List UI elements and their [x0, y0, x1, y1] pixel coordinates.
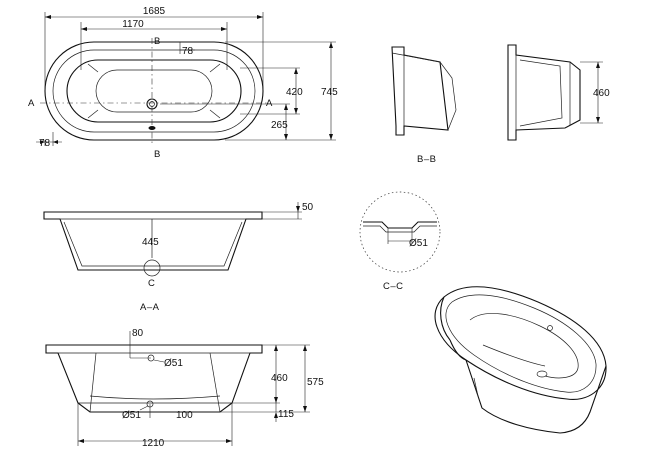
overflow-outlet — [148, 126, 156, 130]
section-aa-title: A–A — [140, 302, 160, 313]
side-elevation: 80 Ø51 Ø51 100 460 575 115 1210 — [45, 328, 324, 449]
bath-basin-floor — [95, 69, 213, 113]
bath-rim-inner — [52, 49, 256, 133]
dim-overflow-offset: 80 — [132, 328, 144, 339]
detail-marker-c: C — [148, 278, 155, 289]
dim-detail-waste-dia: Ø51 — [409, 238, 428, 249]
detail-cc: Ø51 C–C — [359, 191, 441, 292]
isometric-view — [434, 286, 607, 434]
end-elevation: 460 — [507, 44, 610, 141]
section-bb-title: B–B — [417, 154, 436, 165]
dim-inner-height: 460 — [271, 373, 288, 384]
iso-rim-outer — [434, 286, 607, 400]
dim-rim-height: 50 — [302, 202, 314, 213]
bath-outer-outline — [44, 41, 264, 141]
waste-outlet — [146, 98, 158, 110]
dim-plinth-height: 115 — [278, 409, 294, 420]
cut-label-b-top: B — [154, 36, 160, 47]
dim-side-waste-dia: Ø51 — [122, 410, 141, 421]
dim-inner-width: 420 — [286, 87, 303, 98]
iso-waste — [536, 370, 548, 378]
detail-c-circle — [143, 259, 161, 277]
iso-overflow — [547, 325, 553, 331]
dim-base-length: 1210 — [142, 438, 165, 449]
dim-depth: 445 — [142, 237, 159, 248]
dim-rim-top: 78 — [182, 46, 194, 57]
dim-inner-length: 1170 — [122, 19, 144, 30]
dim-overall-height: 575 — [307, 377, 324, 388]
dim-overall-length: 1685 — [143, 6, 166, 17]
detail-cc-title: C–C — [383, 281, 404, 292]
iso-rim-inner — [445, 294, 597, 393]
bath-basin-outline — [66, 59, 242, 123]
dim-overall-width: 745 — [321, 87, 338, 98]
section-bb: B–B — [391, 46, 457, 165]
dim-side-waste-offset: 100 — [176, 410, 193, 421]
section-aa: 50 445 C A–A — [43, 202, 314, 313]
cut-label-b-bottom: B — [154, 149, 160, 160]
cut-label-a-right: A — [266, 98, 273, 109]
detail-cc-boundary — [359, 191, 441, 273]
dim-end-height: 460 — [593, 88, 610, 99]
cut-label-a-left: A — [28, 98, 35, 109]
dim-waste-offset: 265 — [271, 120, 288, 131]
dim-rim-left: 78 — [39, 138, 51, 149]
top-view: 1685 1170 78 78 420 745 — [28, 6, 338, 160]
dim-overflow-dia: Ø51 — [164, 358, 183, 369]
